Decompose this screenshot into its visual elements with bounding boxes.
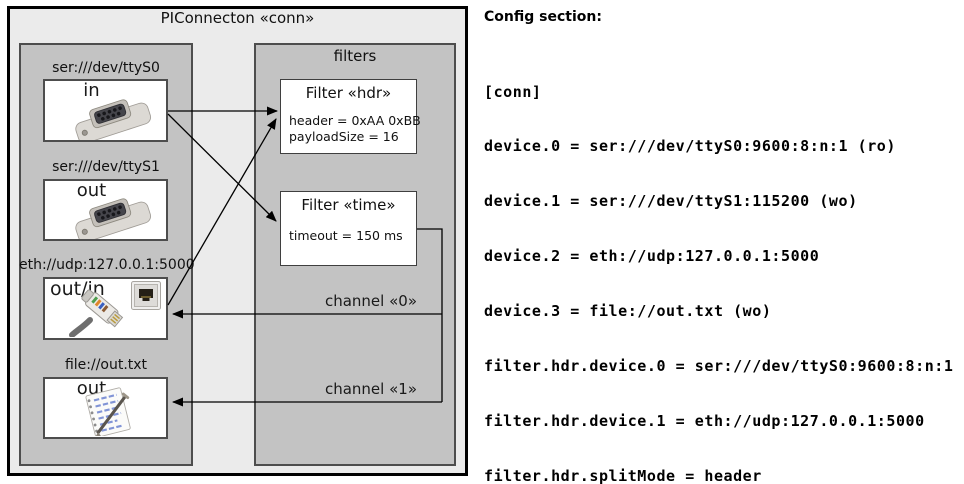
config-line: device.3 = file://out.txt (wo): [484, 302, 772, 321]
device-label-ttys0: ser:///dev/ttyS0: [52, 60, 160, 76]
config-line: filter.hdr.device.1 = eth://udp:127.0.0.…: [484, 411, 925, 430]
diagram-title: PIConnecton «conn»: [160, 9, 315, 27]
serial-connector-icon: [75, 198, 152, 239]
config-line: filter.hdr.splitMode = header: [484, 466, 762, 484]
filter-box-hdr: Filter «hdr» header = 0xAA 0xBB payloadS…: [280, 79, 421, 154]
filter-title: Filter «hdr»: [305, 84, 392, 102]
device-label-eth: eth://udp:127.0.0.1:5000: [19, 257, 195, 273]
channel-0-label: channel «0»: [324, 292, 417, 310]
filter-title: Filter «time»: [301, 196, 396, 214]
device-direction: in: [83, 80, 100, 101]
device-box-file: out: [43, 377, 168, 439]
filter-properties: header = 0xAA 0xBB payloadSize = 16: [289, 113, 421, 145]
device-box-ttys0: in: [43, 79, 168, 142]
filter-prop-header: header = 0xAA 0xBB: [289, 113, 421, 128]
serial-connector-icon: [75, 99, 152, 140]
device-box-eth: out/in: [43, 277, 168, 340]
channel-1-label: channel «1»: [324, 380, 417, 398]
filters-panel-title: filters: [333, 47, 377, 65]
device-box-ttys1: out: [43, 179, 168, 241]
config-line: filter.hdr.device.0 = ser:///dev/ttyS0:9…: [484, 357, 954, 376]
config-listing: [conn] device.0 = ser:///dev/ttyS0:9600:…: [484, 46, 963, 484]
ethernet-plug-icon: [69, 289, 124, 337]
config-line: device.2 = eth://udp:127.0.0.1:5000: [484, 247, 820, 266]
config-line: device.1 = ser:///dev/ttyS1:115200 (wo): [484, 192, 858, 211]
filter-prop-payloadsize: payloadSize = 16: [289, 129, 399, 144]
device-label-ttys1: ser:///dev/ttyS1: [52, 159, 160, 175]
config-section-heading: Config section:: [484, 9, 602, 25]
device-direction: out: [76, 180, 107, 201]
config-line: device.0 = ser:///dev/ttyS0:9600:8:n:1 (…: [484, 137, 896, 156]
ethernet-jack-icon: [131, 281, 161, 310]
filter-box-time: Filter «time» timeout = 150 ms: [280, 191, 417, 266]
filter-prop-timeout: timeout = 150 ms: [289, 228, 403, 243]
filter-properties: timeout = 150 ms: [289, 228, 403, 244]
notepad-pen-icon: [85, 387, 131, 436]
device-label-file: file://out.txt: [64, 357, 148, 373]
config-line: [conn]: [484, 82, 542, 101]
